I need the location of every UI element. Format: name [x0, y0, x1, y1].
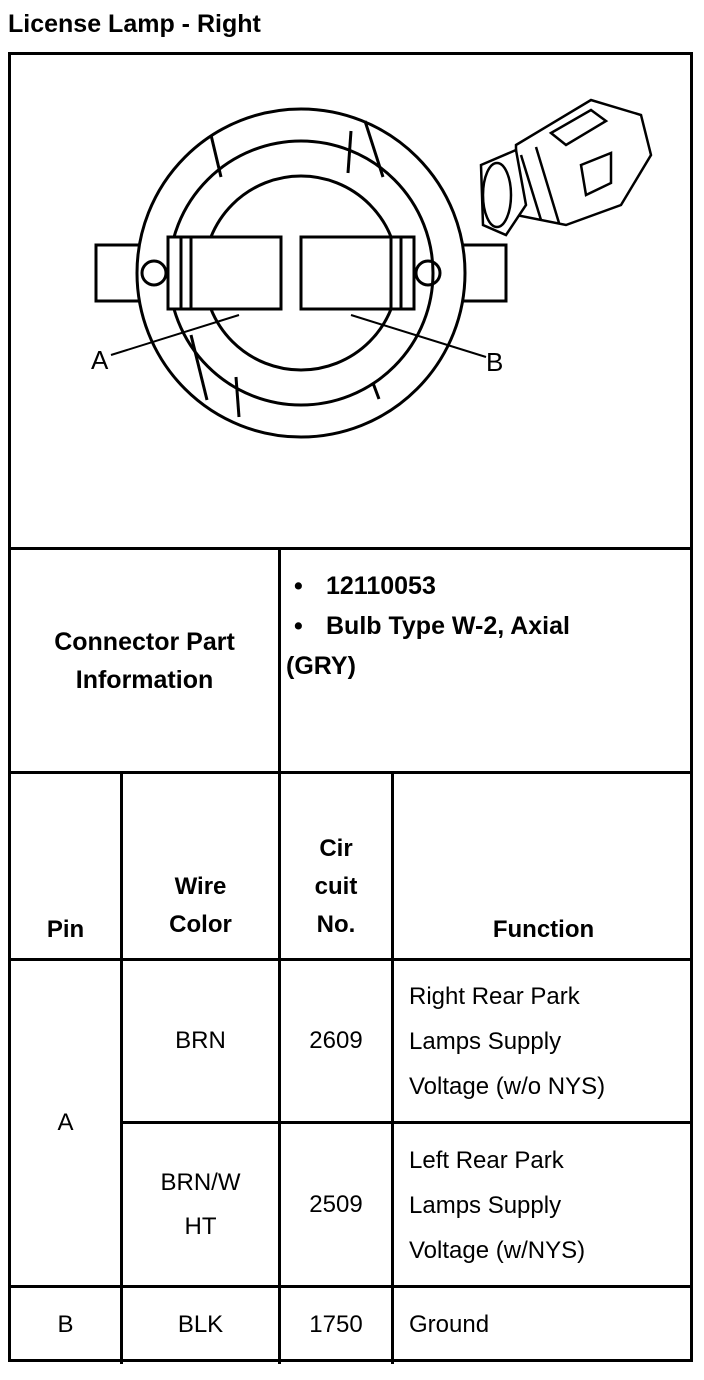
bullet-icon: •	[294, 612, 303, 640]
connector-table: A B Connector Part Information Pin Wire …	[8, 52, 693, 1364]
wire-color-line: BRN/W	[160, 1168, 241, 1196]
divider	[11, 1285, 690, 1288]
header-pin: Pin	[46, 916, 85, 943]
page-title: License Lamp - Right	[8, 10, 261, 38]
function-line: Right Rear Park	[409, 983, 580, 1010]
header-function: Function	[492, 916, 595, 943]
pin-cell: A	[57, 1109, 74, 1136]
connector-info-label-line: Information	[75, 665, 214, 694]
wire-color-line: BLK	[177, 1311, 224, 1338]
circuit-cell: 2509	[309, 1190, 363, 1218]
function-line: Lamps Supply	[409, 1192, 562, 1219]
divider	[391, 771, 394, 1364]
connector-info-list: • 12110053 • Bulb Type W-2, Axial (GRY)	[286, 566, 676, 686]
divider	[120, 771, 123, 1364]
function-line: Voltage (w/NYS)	[409, 1237, 586, 1264]
function-line: Left Rear Park	[409, 1147, 564, 1174]
connector-info-label: Connector Part Information	[11, 550, 278, 771]
function-cell: Left Rear Park Lamps Supply Voltage (w/N…	[409, 1138, 585, 1273]
pin-cell: B	[57, 1311, 74, 1338]
function-line: Ground	[409, 1311, 490, 1338]
header-circuit: Cir cuit No.	[281, 774, 391, 958]
list-item-text: Bulb Type W-2, Axial	[326, 612, 570, 640]
function-cell: Ground	[409, 1302, 489, 1347]
header-circuit-line: Cir	[319, 835, 353, 862]
list-item-continuation: (GRY)	[286, 652, 356, 680]
function-cell: Right Rear Park Lamps Supply Voltage (w/…	[409, 974, 605, 1109]
divider	[120, 1121, 690, 1124]
divider	[11, 958, 690, 961]
wire-color-line: HT	[184, 1212, 217, 1240]
bullet-icon: •	[294, 572, 303, 600]
wire-color-cell: BLK	[123, 1288, 278, 1362]
connector-info-label-line: Connector Part	[54, 627, 235, 656]
pin-label-b: B	[486, 347, 503, 377]
header-wire-color-line: Wire	[174, 873, 227, 900]
circuit-cell: 2609	[309, 1027, 363, 1054]
header-circuit-line: cuit	[314, 873, 358, 900]
list-item: • 12110053	[286, 566, 676, 606]
header-circuit-line: No.	[316, 911, 356, 938]
header-wire-color: Wire Color	[123, 774, 278, 958]
list-item: • Bulb Type W-2, Axial	[286, 606, 676, 646]
wire-color-cell: BRN/W HT	[123, 1124, 278, 1285]
wire-color-line: BRN	[175, 1027, 226, 1054]
function-line: Voltage (w/o NYS)	[409, 1073, 606, 1100]
divider	[11, 547, 690, 550]
divider	[278, 547, 281, 1364]
divider	[11, 771, 690, 774]
circuit-cell: 1750	[309, 1311, 363, 1338]
function-line: Lamps Supply	[409, 1028, 562, 1055]
wire-color-cell: BRN	[123, 961, 278, 1121]
header-wire-color-line: Color	[169, 911, 232, 938]
pin-label-a: A	[91, 345, 109, 375]
list-item-text: 12110053	[326, 572, 436, 600]
connector-diagram: A B	[91, 98, 653, 439]
